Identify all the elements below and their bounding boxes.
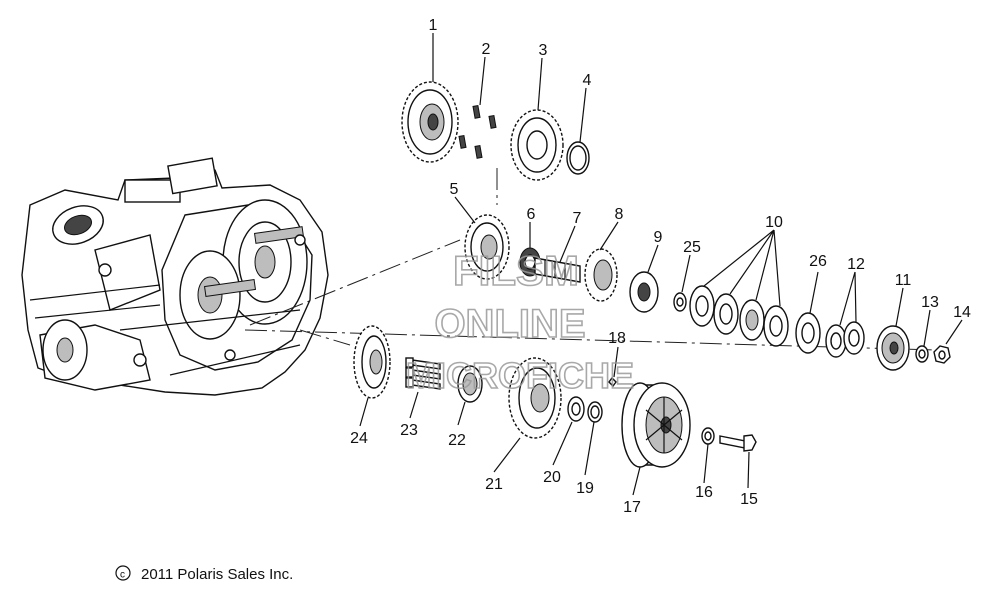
callout-20: 20 xyxy=(543,469,561,486)
part-5-gear xyxy=(464,214,510,280)
callout-3: 3 xyxy=(539,42,548,59)
callout-labels: 1 2 3 4 5 6 7 8 9 10 11 12 13 14 15 16 1… xyxy=(350,17,971,516)
callout-5: 5 xyxy=(450,181,459,198)
assembly-center-lines xyxy=(244,168,936,351)
callout-19: 19 xyxy=(576,480,594,497)
part-11-bearing xyxy=(876,325,910,371)
part-1-gear xyxy=(401,81,459,163)
callout-16: 16 xyxy=(695,484,713,501)
copyright-symbol: c xyxy=(120,570,125,581)
callout-18: 18 xyxy=(608,330,626,347)
part-8-gear xyxy=(584,248,618,302)
callout-1: 1 xyxy=(429,17,438,34)
part-21-gear xyxy=(508,357,562,439)
callout-8: 8 xyxy=(615,206,624,223)
callout-15: 15 xyxy=(740,491,758,508)
part-19-washer xyxy=(587,401,603,423)
callout-9: 9 xyxy=(654,229,663,246)
part-4-snap-ring xyxy=(566,141,590,175)
part-3-gear-ring xyxy=(510,109,564,181)
callout-13: 13 xyxy=(921,294,939,311)
callout-17: 17 xyxy=(623,499,641,516)
callout-14: 14 xyxy=(953,304,971,321)
callout-10: 10 xyxy=(765,214,783,231)
part-13-washer xyxy=(915,345,929,363)
part-10-clutch-plates xyxy=(689,285,789,347)
part-25-washer xyxy=(673,292,687,312)
callout-4: 4 xyxy=(583,72,592,89)
part-15-bolt xyxy=(719,434,757,452)
callout-24: 24 xyxy=(350,430,368,447)
part-17-flywheel xyxy=(621,382,691,468)
callout-2: 2 xyxy=(482,41,491,58)
part-23-bolts xyxy=(405,357,441,390)
callout-25: 25 xyxy=(683,239,701,256)
leader-lines xyxy=(359,33,963,496)
callout-11: 11 xyxy=(895,272,912,289)
watermark-line-1: FILSM xyxy=(453,247,579,294)
callout-22: 22 xyxy=(448,432,466,449)
part-26-disc xyxy=(795,312,821,354)
callout-7: 7 xyxy=(573,210,582,227)
watermark-line-2: ONLINE xyxy=(434,302,585,346)
part-22-bearing xyxy=(457,365,483,403)
engine-crankcase xyxy=(21,157,329,396)
part-24-gear xyxy=(353,325,391,399)
callout-6: 6 xyxy=(527,206,536,223)
part-14-nut xyxy=(933,345,951,364)
watermark-line-3: MICROFICHE xyxy=(406,355,634,396)
part-9-hub xyxy=(629,271,659,313)
callout-21: 21 xyxy=(485,476,503,493)
callout-26: 26 xyxy=(809,253,827,270)
part-20-washer xyxy=(567,396,585,422)
copyright-notice: c 2011 Polaris Sales Inc. xyxy=(115,565,293,583)
callout-23: 23 xyxy=(400,422,418,439)
callout-12: 12 xyxy=(847,256,865,273)
part-18-pin xyxy=(608,376,617,388)
part-7-shaft xyxy=(534,257,581,283)
part-2-pins xyxy=(458,104,497,159)
copyright-text: 2011 Polaris Sales Inc. xyxy=(141,566,293,583)
copyright-icon xyxy=(115,565,131,581)
part-12-spacers xyxy=(825,321,865,358)
watermark: FILSM ONLINE MICROFICHE xyxy=(405,246,635,397)
part-16-washer xyxy=(701,427,715,445)
